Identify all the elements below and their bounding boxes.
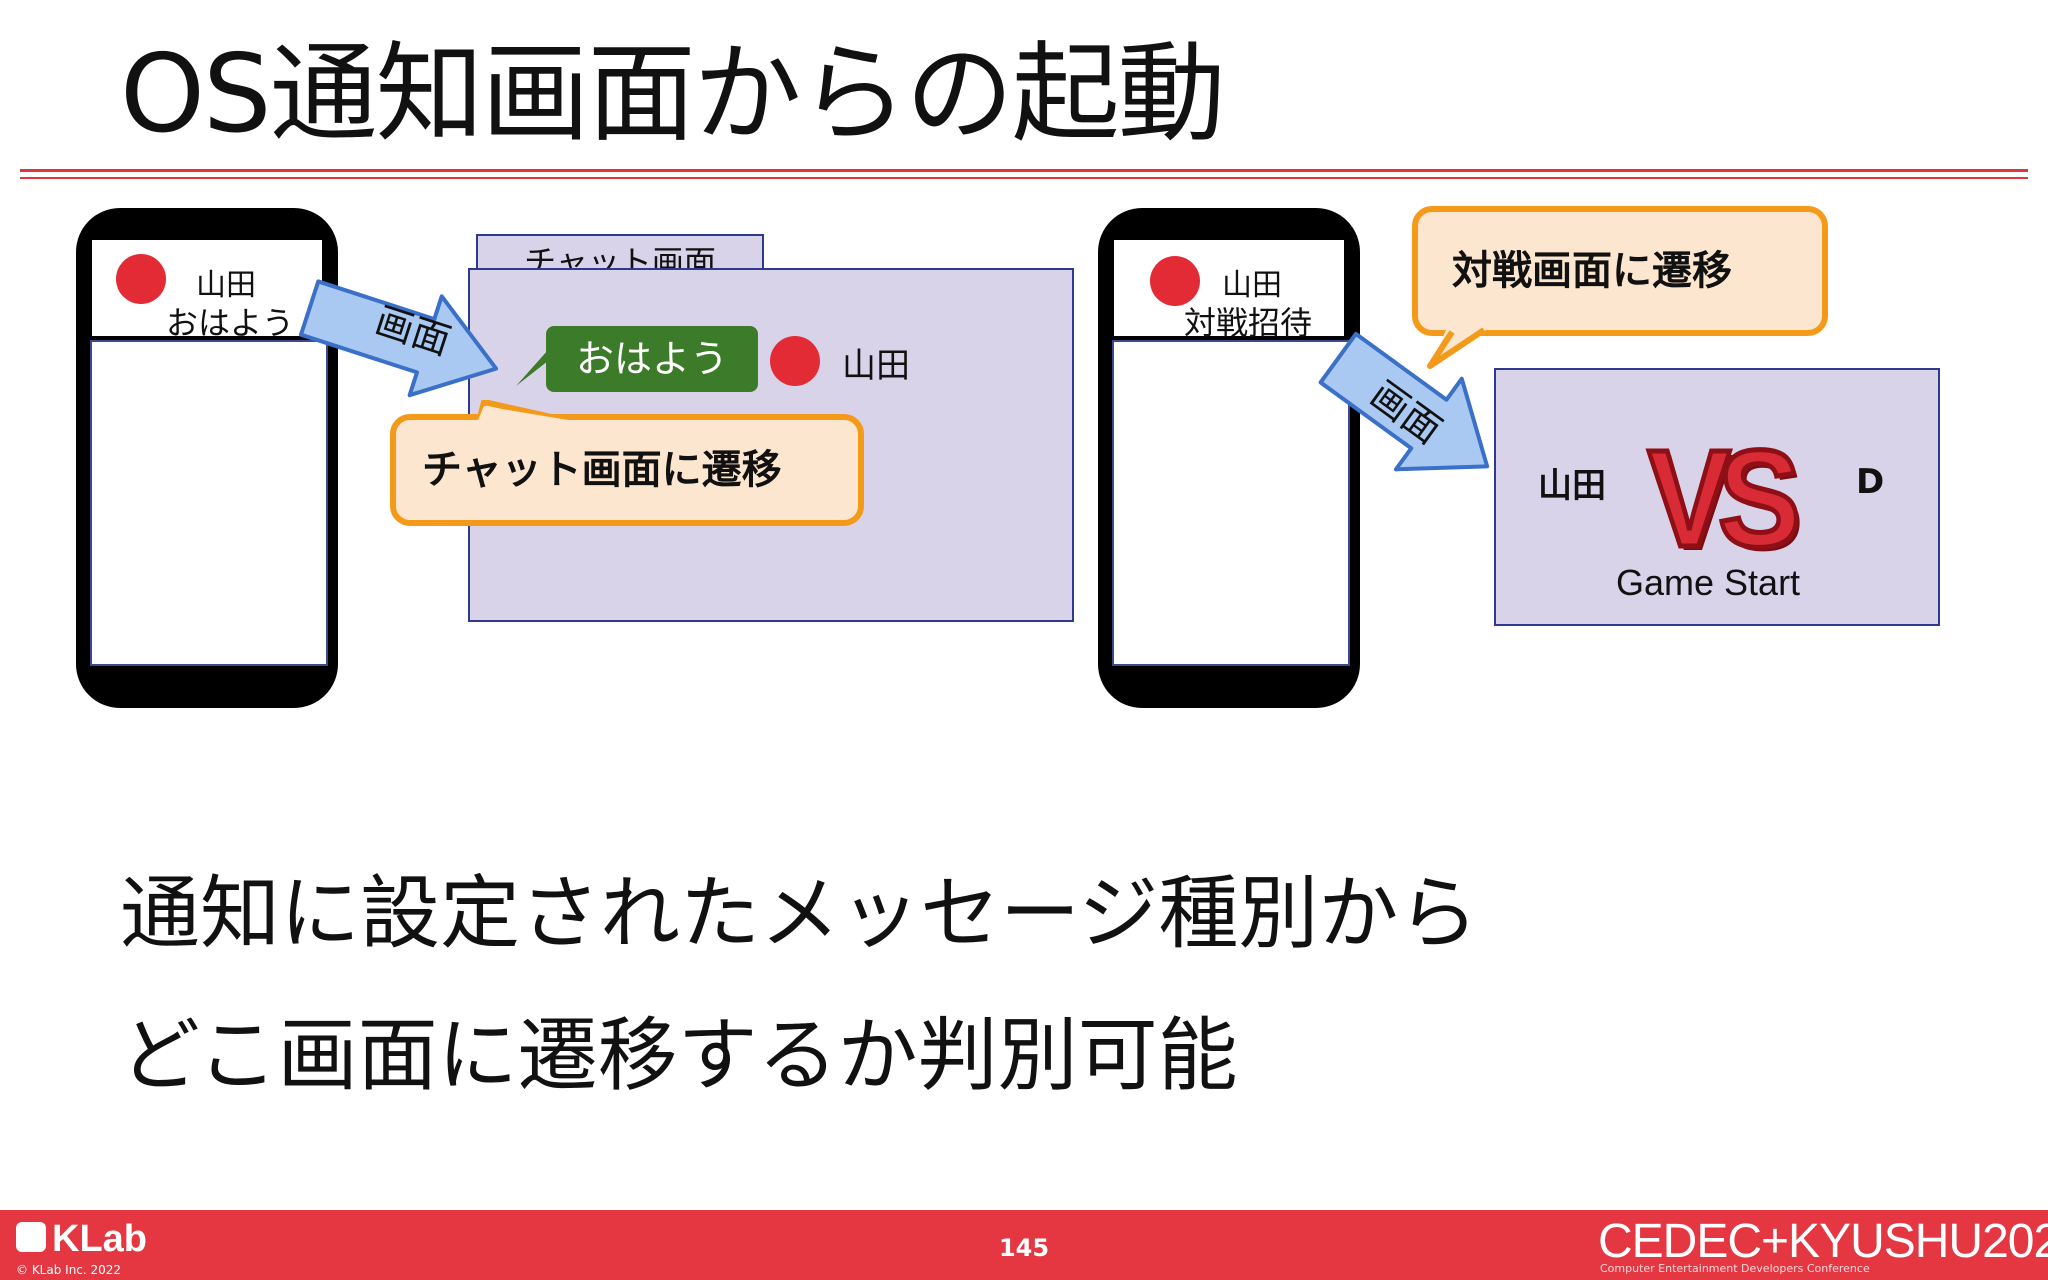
- player-right-name: D: [1856, 462, 1885, 502]
- callout-chat-transition: チャット画面に遷移: [390, 414, 864, 526]
- arrow-to-chat-icon: [298, 279, 499, 398]
- title-divider: [20, 169, 2028, 172]
- callout-battle-transition: 対戦画面に遷移: [1412, 206, 1828, 336]
- avatar-dot: [1150, 256, 1200, 306]
- copyright: © KLab Inc. 2022: [16, 1263, 122, 1277]
- notification-name: 山田: [1222, 268, 1282, 303]
- klab-logo-icon: [16, 1222, 46, 1252]
- phone-left-screen: [90, 340, 328, 666]
- chat-avatar-dot: [770, 336, 820, 386]
- title-divider-secondary: [20, 177, 2028, 179]
- body-text-line1: 通知に設定されたメッセージ種別から: [120, 867, 1479, 960]
- player-left-name: 山田: [1538, 466, 1606, 506]
- notification-name: 山田: [196, 268, 256, 303]
- event-logo-subtitle: Computer Entertainment Developers Confer…: [1600, 1262, 1870, 1275]
- body-text-line2: どこ画面に遷移するか判別可能: [120, 1009, 1238, 1102]
- chat-user-name: 山田: [842, 346, 910, 386]
- event-logo: CEDEC+KYUSHU2022: [1598, 1215, 2048, 1268]
- slide-title: OS通知画面からの起動: [120, 32, 1226, 157]
- notification-message: おはよう: [166, 304, 295, 342]
- arrow-to-battle-icon: [1318, 331, 1490, 472]
- notification-message: 対戦招待: [1184, 304, 1313, 342]
- footer-bar: [0, 1210, 2048, 1280]
- vs-logo: VS: [1646, 422, 1804, 576]
- phone-left-notification: 山田 おはよう: [92, 240, 322, 342]
- phone-left: 山田 おはよう: [76, 208, 338, 708]
- battle-screen-panel: [1494, 368, 1940, 626]
- game-start-label: Game Start: [1616, 562, 1801, 603]
- phone-right-notification: 山田 対戦招待: [1114, 240, 1344, 342]
- callout-left-tail-cover: [478, 406, 568, 420]
- avatar-dot: [116, 254, 166, 304]
- klab-logo: KLab: [52, 1218, 147, 1260]
- callout-right-tail: [1427, 326, 1486, 369]
- phone-right-screen: [1112, 340, 1350, 666]
- phone-right: 山田 対戦招待: [1098, 208, 1360, 708]
- chat-bubble: おはよう: [546, 326, 758, 392]
- page-number: 145: [998, 1234, 1050, 1262]
